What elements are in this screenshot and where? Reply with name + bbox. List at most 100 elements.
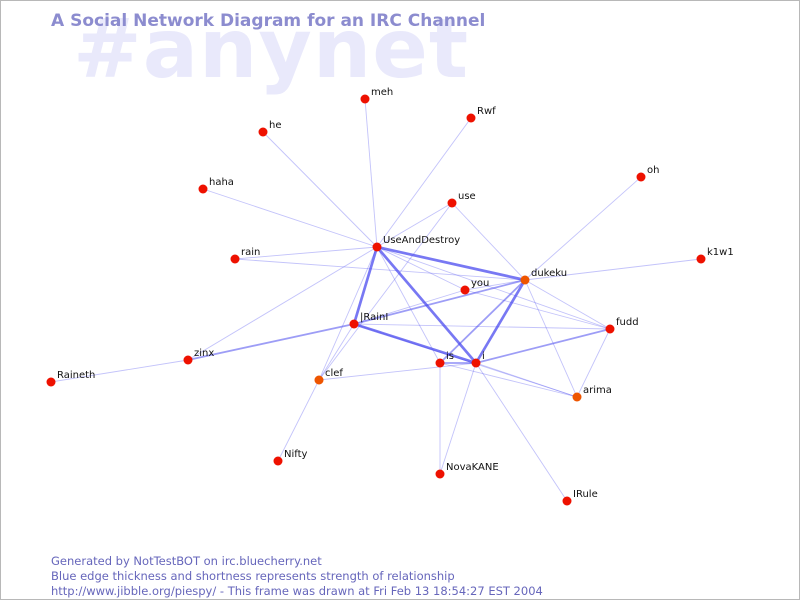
edge-rain-dukeku	[234, 258, 526, 281]
node-arima[interactable]: arima	[572, 385, 612, 402]
node-you[interactable]: you	[460, 278, 490, 295]
node-dot	[273, 456, 283, 466]
edge-use-UseAndDestroy	[376, 202, 453, 248]
node-meh[interactable]: meh	[360, 87, 394, 104]
edge-clef-Nifty	[277, 379, 320, 462]
node-NovaKANE[interactable]: NovaKANE	[435, 462, 499, 479]
node-label: arima	[583, 385, 612, 396]
edge-rain-UseAndDestroy	[234, 246, 378, 260]
footer: Generated by NotTestBOT on irc.bluecherr…	[51, 554, 543, 599]
node-label: Raineth	[57, 370, 95, 381]
node-dot	[605, 324, 615, 334]
node-label: oh	[647, 165, 659, 176]
node-dot	[314, 375, 324, 385]
edge-is-arima	[439, 362, 578, 398]
node-dot	[447, 198, 457, 208]
node-label: Rwf	[477, 106, 496, 117]
node-haha[interactable]: haha	[198, 177, 234, 194]
edge-i-NovaKANE	[439, 362, 477, 475]
node-use[interactable]: use	[447, 191, 476, 208]
node-dot	[230, 254, 240, 264]
edge-zinx-Raineth	[50, 359, 189, 383]
node-dot	[471, 358, 481, 368]
node-label: rain	[241, 247, 260, 258]
node-dot	[520, 275, 530, 285]
edge-dukeku-arima	[524, 279, 578, 398]
edge-i-arima	[475, 362, 578, 398]
node-label: zinx	[194, 348, 214, 359]
node-label: IRule	[573, 489, 598, 500]
edge-IRainI-zinx	[187, 323, 355, 361]
edge-clef-i	[318, 362, 477, 381]
node-label: k1w1	[707, 247, 734, 258]
node-dot	[46, 377, 56, 387]
node-i[interactable]: i	[471, 351, 485, 368]
edge-IRainI-arima	[353, 323, 578, 398]
node-Nifty[interactable]: Nifty	[273, 449, 308, 466]
edge-UseAndDestroy-IRainI	[352, 246, 379, 325]
footer-legend-note: Blue edge thickness and shortness repres…	[51, 569, 455, 583]
node-dot	[183, 355, 193, 365]
edge-IRainI-i	[353, 322, 477, 365]
node-is[interactable]: is	[435, 351, 455, 368]
edge-Rwf-UseAndDestroy	[376, 117, 472, 248]
node-label: NovaKANE	[446, 462, 499, 473]
node-label: use	[458, 191, 476, 202]
node-label: i	[482, 351, 485, 362]
footer-source-link[interactable]: http://www.jibble.org/piespy/ - This fra…	[51, 584, 543, 598]
edge-i-IRule	[475, 362, 568, 502]
node-dot	[435, 469, 445, 479]
node-dukeku[interactable]: dukeku	[520, 268, 568, 285]
edge-UseAndDestroy-zinx	[187, 246, 378, 361]
node-IRule[interactable]: IRule	[562, 489, 598, 506]
edge-dukeku-i	[474, 279, 527, 364]
node-label: Nifty	[284, 449, 308, 460]
node-fudd[interactable]: fudd	[605, 317, 639, 334]
node-Raineth[interactable]: Raineth	[46, 370, 96, 387]
node-label: dukeku	[531, 268, 567, 279]
node-label: is	[446, 351, 454, 362]
node-dot	[466, 113, 476, 123]
page-title: A Social Network Diagram for an IRC Chan…	[51, 11, 486, 31]
node-Rwf[interactable]: Rwf	[466, 106, 497, 123]
edge-UseAndDestroy-dukeku	[376, 245, 526, 282]
edge-i-fudd	[475, 328, 611, 364]
edge-UseAndDestroy-clef	[318, 246, 378, 381]
edge-you-fudd	[464, 289, 611, 330]
node-rain[interactable]: rain	[230, 247, 261, 264]
node-dot	[258, 127, 268, 137]
node-IRainI[interactable]: |RainI	[349, 312, 389, 329]
node-label: fudd	[616, 317, 639, 328]
edge-use-clef	[318, 202, 453, 381]
node-zinx[interactable]: zinx	[183, 348, 215, 365]
node-dot	[572, 392, 582, 402]
node-he[interactable]: he	[258, 120, 282, 137]
node-dot	[372, 242, 382, 252]
edges-layer	[50, 98, 702, 502]
node-dot	[360, 94, 370, 104]
node-dot	[198, 184, 208, 194]
edge-k1w1-dukeku	[524, 258, 702, 281]
channel-watermark: #anynet	[73, 2, 470, 97]
node-UseAndDestroy[interactable]: UseAndDestroy	[372, 235, 461, 252]
edge-haha-UseAndDestroy	[202, 188, 378, 248]
node-clef[interactable]: clef	[314, 368, 344, 385]
node-label: you	[471, 278, 489, 289]
footer-generated-by: Generated by NotTestBOT on irc.bluecherr…	[51, 554, 322, 568]
edge-dukeku-IRainI	[353, 279, 526, 325]
node-dot	[460, 285, 470, 295]
edge-IRainI-fudd	[353, 323, 611, 330]
edge-UseAndDestroy-you	[376, 246, 466, 291]
node-label: haha	[209, 177, 234, 188]
edge-oh-dukeku	[524, 176, 642, 281]
node-label: UseAndDestroy	[383, 235, 460, 246]
edge-UseAndDestroy-is	[376, 246, 441, 364]
edge-fudd-arima	[576, 328, 611, 398]
node-oh[interactable]: oh	[636, 165, 660, 182]
edge-he-UseAndDestroy	[262, 131, 378, 248]
node-k1w1[interactable]: k1w1	[696, 247, 734, 264]
edge-dukeku-fudd	[524, 279, 611, 330]
